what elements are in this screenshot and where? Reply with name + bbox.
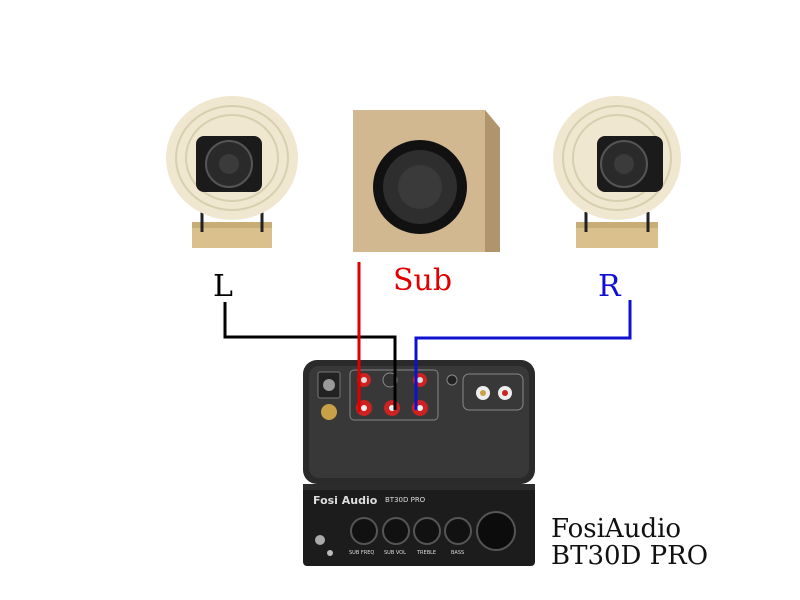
left-channel-label: L (213, 269, 233, 304)
knob-label-treble: TREBLE (417, 550, 437, 556)
knob-label-bass: BASS (451, 550, 465, 556)
amp-rear-panel (303, 360, 535, 484)
product-name-line2: BT30D PRO (551, 541, 709, 571)
product-name-line1: FosiAudio (551, 514, 682, 544)
left-speaker (166, 96, 298, 248)
knob-label-sub-freq: SUB FREQ (349, 550, 375, 556)
knob-label-sub-vol: SUB VOL (384, 550, 406, 556)
right-wire (414, 300, 632, 410)
amp-front-panel (303, 484, 535, 566)
left-wire (223, 302, 397, 410)
amp-logo: Fosi Audio (313, 494, 378, 507)
sub-channel-label: Sub (393, 263, 453, 298)
amp-model-tag: BT30D PRO (385, 496, 426, 504)
right-speaker (553, 96, 681, 248)
right-channel-label: R (598, 269, 621, 304)
product-name: FosiAudio BT30D PRO (551, 516, 708, 570)
subwoofer (353, 110, 500, 252)
